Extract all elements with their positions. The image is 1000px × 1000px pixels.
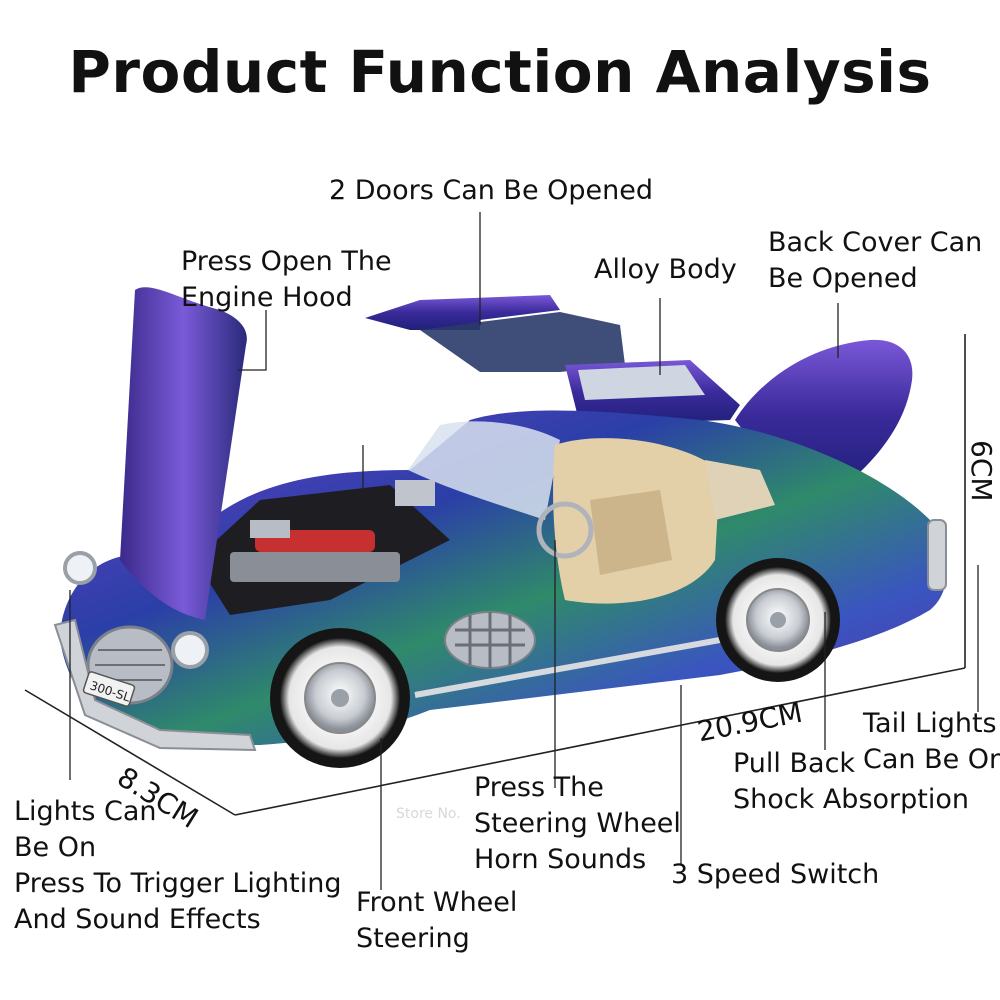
label-speed: 3 Speed Switch xyxy=(671,859,880,890)
tail-light xyxy=(927,519,947,591)
label-back-cover: Back Cover Can Be Opened xyxy=(768,227,983,294)
watermark: Store No. xyxy=(396,806,461,822)
rear-wheel xyxy=(716,558,840,682)
license-plate xyxy=(82,671,136,707)
label-tail-lights: Tail Lights Can Be On xyxy=(863,708,1000,775)
dimension-lines xyxy=(24,334,966,816)
label-pull-back: Pull Back Shock Absorption xyxy=(733,748,969,815)
headlight-right xyxy=(171,631,209,669)
label-alloy: Alloy Body xyxy=(594,254,737,285)
length-line xyxy=(234,667,966,816)
steering-wheel xyxy=(536,501,594,559)
width-line xyxy=(24,689,236,816)
headlight-left xyxy=(63,551,97,585)
dimension-height: 6CM xyxy=(965,440,998,502)
label-hood: Press Open The Engine Hood xyxy=(181,246,392,313)
left-door-open xyxy=(365,295,560,330)
label-front-wheel: Front Wheel Steering xyxy=(356,887,518,954)
page-title: Product Function Analysis xyxy=(68,38,932,106)
hood-leader-a xyxy=(238,310,267,371)
label-doors: 2 Doors Can Be Opened xyxy=(329,175,654,206)
windshield xyxy=(408,421,560,520)
callout-lines xyxy=(69,212,979,890)
front-wheel xyxy=(270,628,410,768)
front-bumper xyxy=(53,618,257,752)
label-horn: Press The Steering Wheel Horn Sounds xyxy=(474,772,681,875)
label-lights: Lights Can Be On Press To Trigger Lighti… xyxy=(14,796,342,935)
engine-hood-open xyxy=(120,287,247,620)
